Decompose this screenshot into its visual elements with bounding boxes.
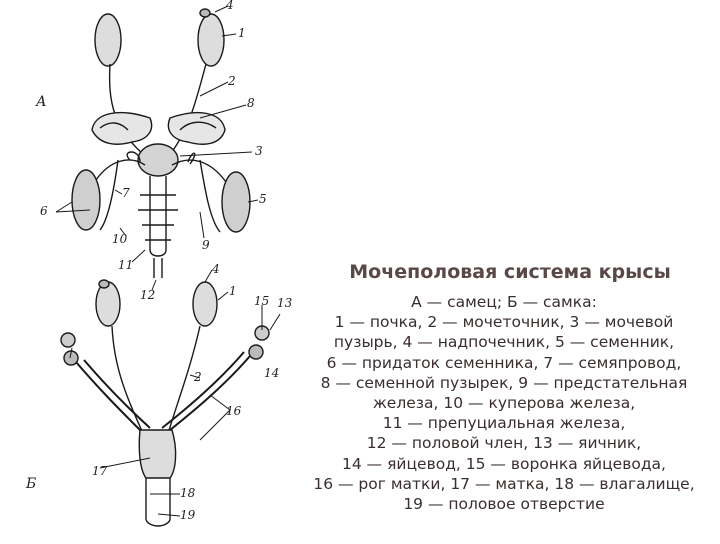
vagina [145, 478, 171, 520]
label-m-7: 7 [122, 186, 130, 200]
label-m-11: 11 [118, 258, 134, 272]
label-m-4: 4 [226, 0, 234, 12]
label-m-1: 1 [238, 26, 246, 40]
label-f-16: 16 [226, 404, 242, 418]
label-m-10: 10 [112, 232, 128, 246]
vas-deferens-right [171, 159, 227, 183]
label-m-6: 6 [40, 204, 48, 218]
anatomy-figure: А Б 4 1 2 8 3 5 6 7 10 9 11 12 4 1 15 13… [0, 0, 300, 540]
label-m-12: 12 [140, 288, 156, 302]
label-m-3: 3 [255, 144, 263, 158]
label-m-2: 2 [228, 74, 236, 88]
label-f-14: 14 [264, 366, 280, 380]
label-f-15: 15 [254, 294, 270, 308]
uterine-horn-right [169, 355, 251, 431]
panel-label-b: Б [26, 476, 37, 492]
uterine-horn-left [75, 361, 141, 431]
caption-line: 12 — половой член, 13 — яичник, [366, 434, 642, 453]
label-f-19: 19 [180, 508, 196, 522]
urethra [149, 176, 167, 250]
caption-line: 6 — придаток семенника, 7 — семяпровод, [326, 353, 682, 372]
female-system [60, 269, 281, 527]
testis-left [71, 169, 101, 231]
caption-line: 19 — половое отверстие [403, 495, 605, 514]
uterus [138, 429, 177, 479]
caption-line: 14 — яйцевод, 15 — воронка яйцевода, [342, 454, 666, 473]
label-m-9: 9 [202, 238, 210, 252]
label-f-4: 4 [212, 262, 220, 276]
bladder [137, 143, 179, 177]
seminal-vesicle-right [167, 111, 226, 145]
caption-line: 1 — почка, 2 — мочеточник, 3 — мочевой [334, 313, 674, 332]
label-f-13: 13 [277, 296, 293, 310]
label-f-18: 18 [180, 486, 196, 500]
label-m-8: 8 [247, 96, 255, 110]
ureter-left [108, 63, 151, 161]
anatomy-drawing [55, 5, 281, 527]
caption-line: 16 — рог матки, 17 — матка, 18 — влагали… [313, 474, 695, 493]
kidney-left [94, 13, 122, 67]
adrenal-right [199, 8, 211, 18]
caption-line: 11 — препуциальная железа, [382, 414, 626, 433]
testis-right [221, 171, 251, 233]
seminal-vesicle-left [91, 111, 153, 145]
caption-line: пузырь, 4 — надпочечник, 5 — семенник, [333, 333, 675, 352]
caption-line: железа, 10 — куперова железа, [372, 394, 636, 413]
label-m-5: 5 [259, 192, 267, 206]
panel-label-a: А [36, 94, 47, 110]
label-f-17: 17 [92, 464, 108, 478]
male-system [55, 5, 259, 291]
label-f-2: 2 [194, 370, 202, 384]
ovary-left [60, 332, 76, 348]
kidney-left-f [95, 281, 121, 327]
penis [153, 258, 163, 278]
figure-caption: А — самец; Б — самка: 1 — почка, 2 — моч… [288, 292, 720, 514]
vas-deferens-left [95, 159, 146, 181]
caption-line: 8 — семенной пузырек, 9 — предстательная [320, 373, 688, 392]
kidney-right-f [192, 281, 218, 327]
caption-line: А — самец; Б — самка: [411, 293, 597, 311]
kidney-right [197, 13, 225, 67]
figure-title: Мочеполовая система крысы [349, 261, 671, 283]
label-f-1: 1 [229, 284, 237, 298]
